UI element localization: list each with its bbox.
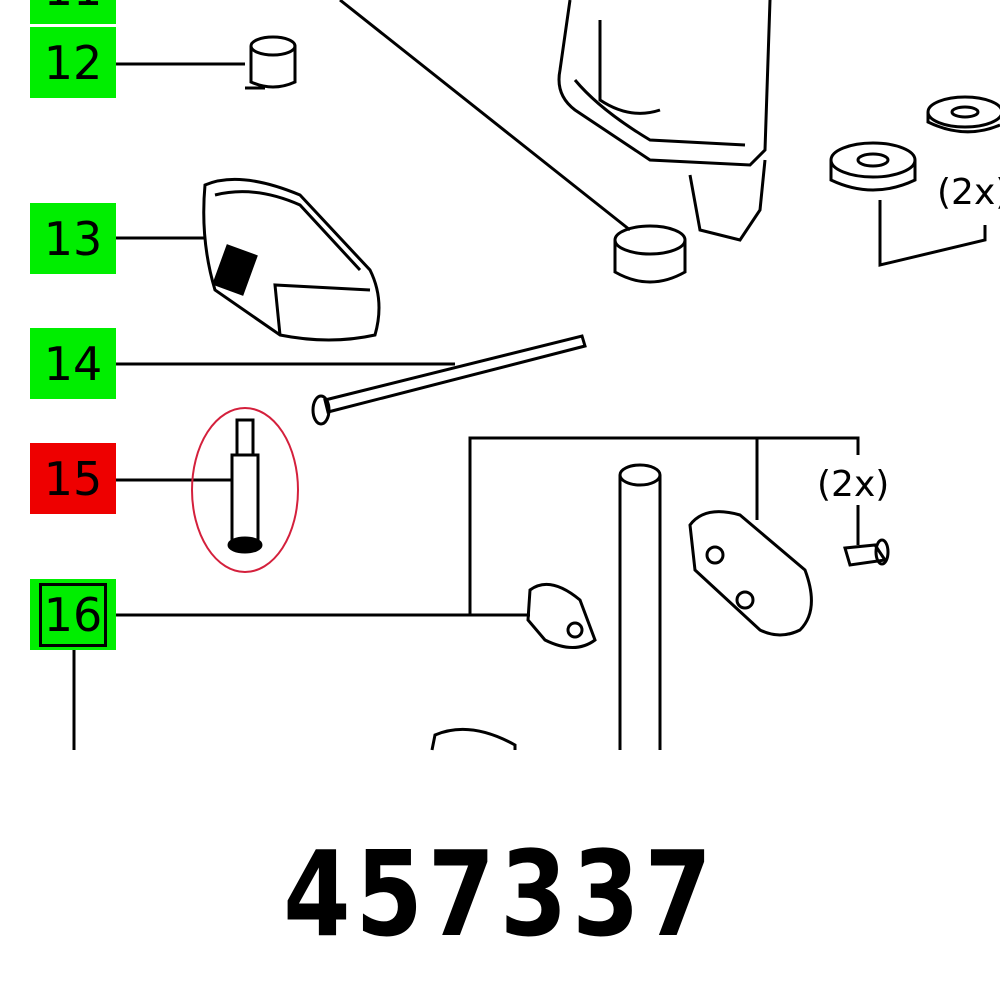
column-tube	[618, 463, 662, 750]
callout-label-11: 11	[30, 0, 116, 24]
callout-label-13: 13	[30, 203, 116, 274]
washers	[829, 95, 1000, 192]
callout-number: 13	[43, 211, 103, 266]
callout-label-12: 12	[30, 27, 116, 98]
slide-block	[688, 510, 813, 637]
part-13-clip	[202, 177, 381, 342]
part-14-rod	[311, 334, 587, 426]
callout-number: 12	[43, 35, 103, 90]
callout-number: 14	[43, 336, 103, 391]
screw	[843, 538, 890, 567]
callout-number: 11	[44, 0, 103, 16]
callout-label-16: 16	[30, 579, 116, 650]
quantity-note: (2x)	[937, 172, 1000, 213]
bushing-ring	[613, 224, 687, 284]
part-16-clip	[526, 582, 597, 649]
callout-number: 16	[38, 582, 108, 647]
motor-housing	[557, 0, 772, 242]
part-number: 457337	[283, 825, 717, 963]
quantity-note: (2x)	[817, 464, 890, 505]
part-15-pin	[191, 407, 299, 573]
part-12-bushing	[245, 35, 297, 90]
leader-lines	[72, 0, 987, 750]
lower-bracket	[430, 727, 517, 751]
callout-number: 15	[43, 451, 103, 506]
callout-label-14: 14	[30, 328, 116, 399]
callout-label-15: 15	[30, 443, 116, 514]
